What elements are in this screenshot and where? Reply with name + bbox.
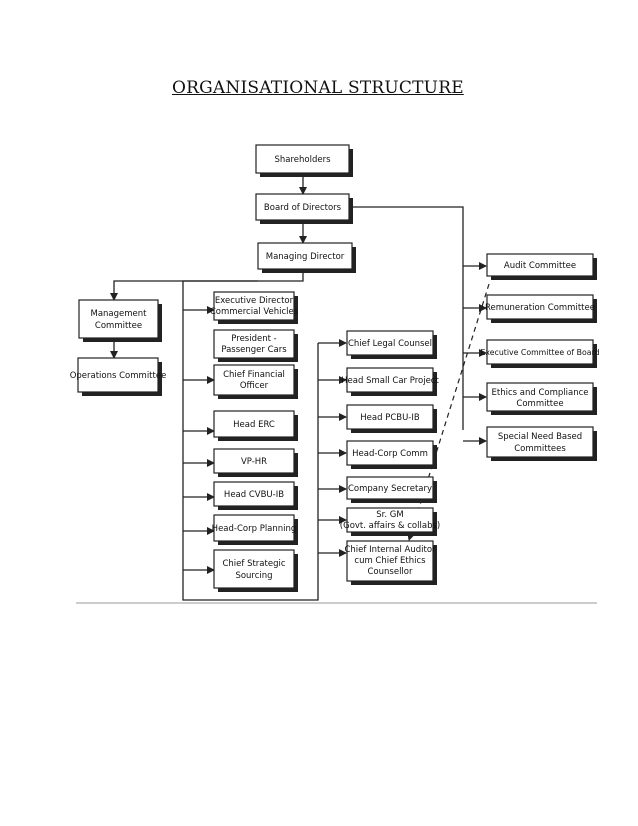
svg-text:Chief Strategic: Chief Strategic [222, 559, 285, 569]
svg-text:Committee: Committee [95, 321, 142, 331]
svg-text:Executive Committee of Board: Executive Committee of Board [480, 348, 599, 357]
svg-text:Board of Directors: Board of Directors [264, 203, 342, 213]
node-cfo: Chief Financial Officer [213, 364, 298, 399]
svg-text:Chief Legal Counsel: Chief Legal Counsel [348, 339, 432, 349]
svg-text:Head PCBU-IB: Head PCBU-IB [360, 413, 420, 423]
page-title: ORGANISATIONAL STRUCTURE [172, 78, 464, 98]
svg-text:Remuneration Committee: Remuneration Committee [485, 303, 595, 313]
node-company-secretary: Company Secretary [346, 476, 437, 503]
node-chief-strategic-sourcing: Chief Strategic Sourcing [213, 549, 298, 592]
node-special-need-based-committees: Special Need Based Committees [486, 426, 597, 461]
node-remuneration-committee: Remuneration Committee [485, 294, 597, 323]
node-vp-hr: VP-HR [213, 448, 298, 477]
svg-text:Committees: Committees [514, 444, 566, 454]
svg-text:Chief Internal Auditor: Chief Internal Auditor [344, 545, 436, 555]
node-chief-internal-auditor: Chief Internal Auditor cum Chief Ethics … [344, 540, 437, 585]
node-head-corp-comm: Head-Corp Comm [346, 440, 437, 469]
svg-text:Head-Corp Planning: Head-Corp Planning [212, 524, 297, 534]
svg-text:VP-HR: VP-HR [241, 457, 267, 467]
svg-text:Audit Committee: Audit Committee [504, 261, 576, 271]
connector-lines [76, 172, 597, 604]
node-executive-committee-of-board: Executive Committee of Board [480, 339, 600, 368]
svg-text:Sourcing: Sourcing [235, 571, 272, 581]
svg-text:President -: President - [231, 334, 276, 344]
svg-text:Executive Director: Executive Director [215, 296, 294, 306]
svg-text:Sr. GM: Sr. GM [376, 510, 403, 520]
svg-text:Managing Director: Managing Director [266, 252, 345, 262]
node-managing-director: Managing Director [257, 242, 356, 273]
node-chief-legal-counsel: Chief Legal Counsel [346, 330, 437, 359]
svg-text:Operations Committee: Operations Committee [70, 371, 167, 381]
node-head-pcbu-ib: Head PCBU-IB [346, 404, 437, 433]
svg-text:Management: Management [91, 309, 148, 319]
svg-text:Officer: Officer [240, 381, 269, 391]
node-head-small-car-project: Head Small Car Project [341, 367, 439, 396]
svg-text:cum Chief Ethics: cum Chief Ethics [354, 556, 426, 566]
svg-text:Head-Corp Comm: Head-Corp Comm [352, 449, 428, 459]
node-ethics-compliance-committee: Ethics and Compliance Committee [486, 382, 597, 415]
node-shareholders: Shareholders [255, 144, 353, 177]
svg-text:Head Small Car Project: Head Small Car Project [341, 376, 439, 386]
svg-text:Company Secretary: Company Secretary [348, 484, 432, 494]
node-head-erc: Head ERC [213, 410, 298, 441]
svg-text:Ethics and Compliance: Ethics and Compliance [492, 388, 589, 398]
svg-text:Chief Financial: Chief Financial [223, 370, 285, 380]
svg-text:Commercial Vehicles: Commercial Vehicles [210, 307, 299, 317]
svg-text:Passenger Cars: Passenger Cars [221, 345, 287, 355]
node-head-cvbu-ib: Head CVBU-IB [213, 481, 298, 510]
svg-text:Committee: Committee [516, 399, 563, 409]
node-sr-gm: Sr. GM (Govt. affairs & collabs) [340, 507, 440, 536]
node-operations-committee: Operations Committee [70, 357, 167, 396]
svg-text:Counsellor: Counsellor [368, 567, 413, 577]
node-head-corp-planning: Head-Corp Planning [212, 514, 298, 545]
svg-text:Shareholders: Shareholders [274, 155, 331, 165]
node-board-of-directors: Board of Directors [255, 193, 353, 224]
svg-text:Head ERC: Head ERC [233, 420, 275, 430]
svg-text:Special Need Based: Special Need Based [498, 432, 582, 442]
node-audit-committee: Audit Committee [486, 253, 597, 280]
node-executive-director-cv: Executive Director Commercial Vehicles [210, 291, 299, 324]
svg-text:Head CVBU-IB: Head CVBU-IB [224, 490, 284, 500]
node-management-committee: Management Committee [78, 299, 162, 342]
svg-text:(Govt. affairs & collabs): (Govt. affairs & collabs) [340, 521, 440, 531]
node-president-passenger-cars: President - Passenger Cars [213, 329, 298, 362]
